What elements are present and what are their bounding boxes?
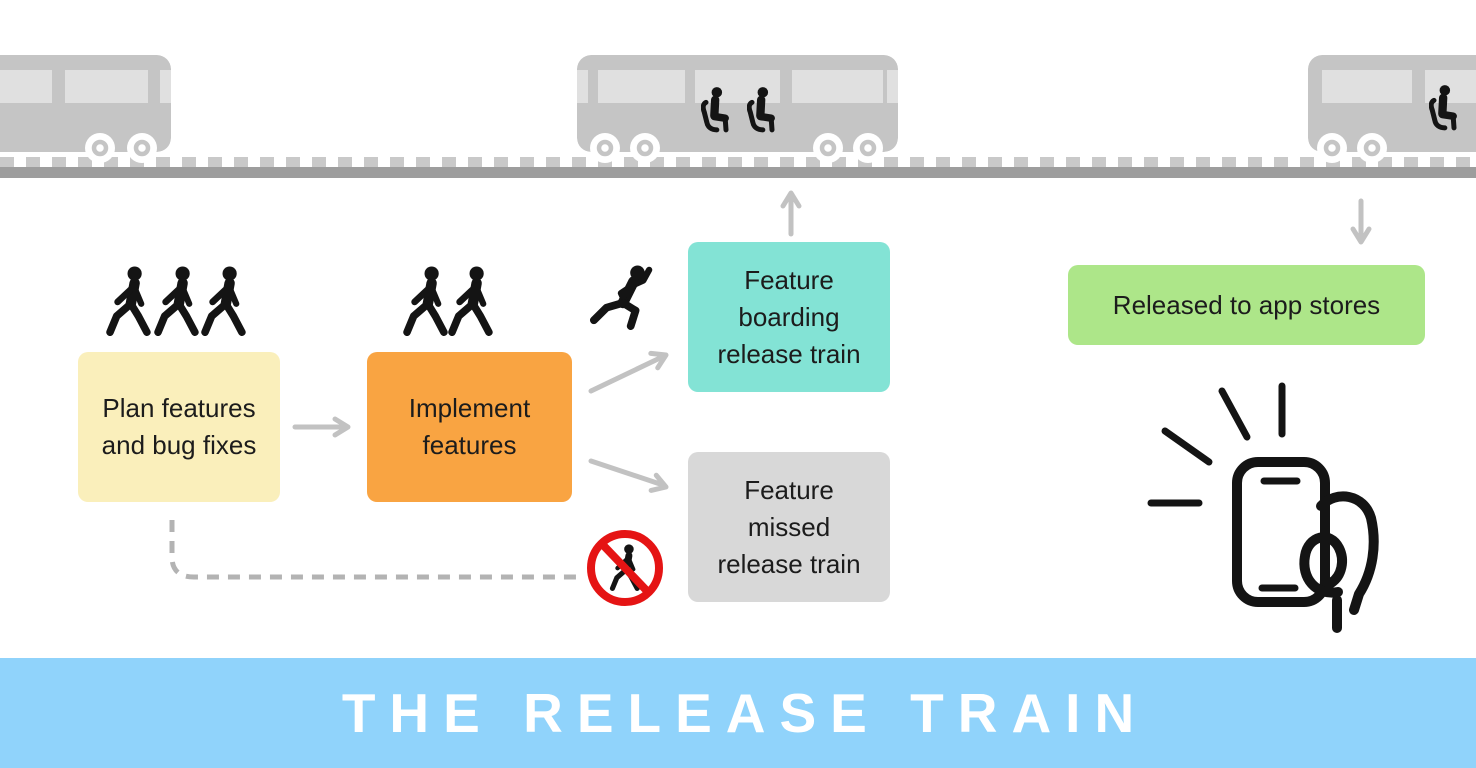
train-center-icon bbox=[577, 55, 898, 163]
train-wheel-icon bbox=[590, 133, 883, 163]
arrow-diagonal-up-icon bbox=[588, 350, 669, 394]
arrow-right-icon bbox=[292, 416, 351, 438]
feature-missed-box-line: missed bbox=[747, 511, 831, 542]
implement-features-box-line: Implement bbox=[408, 393, 531, 423]
walking-person-icon bbox=[452, 266, 489, 332]
walking-person-icon bbox=[110, 266, 147, 332]
feature-boarding-box-line: release train bbox=[717, 338, 861, 369]
walking-person-icon bbox=[205, 266, 242, 332]
feature-missed-box: Feature missed release train bbox=[688, 452, 890, 602]
train-wheel-icon bbox=[1317, 133, 1387, 163]
developers-walking-icons bbox=[407, 266, 489, 332]
track-bed bbox=[0, 167, 1476, 178]
planners-walking-icons bbox=[110, 266, 242, 332]
missed-feature-loop-path bbox=[169, 520, 583, 580]
no-pedestrians-icon bbox=[587, 530, 663, 606]
railway-track bbox=[0, 157, 1476, 178]
plan-features-box: Plan features and bug fixes bbox=[78, 352, 280, 502]
walking-person-icon bbox=[158, 266, 195, 332]
released-to-app-stores-box: Released to app stores bbox=[1068, 265, 1425, 345]
banner-title: THE RELEASE TRAIN bbox=[341, 682, 1149, 744]
released-to-app-stores-box-line: Released to app stores bbox=[1112, 289, 1381, 320]
implement-features-box: Implement features bbox=[367, 352, 572, 502]
feature-boarding-box-line: boarding bbox=[738, 301, 840, 332]
feature-boarding-box: Feature boarding release train bbox=[688, 242, 890, 392]
hand-holding-phone-icon bbox=[1147, 382, 1379, 633]
feature-boarding-box-line: Feature bbox=[744, 264, 834, 295]
plan-features-box-line: Plan features bbox=[102, 393, 256, 423]
train-wheel-icon bbox=[85, 133, 157, 163]
hand bbox=[1299, 491, 1379, 633]
feature-missed-box-line: release train bbox=[717, 548, 861, 579]
arrow-up-to-train-icon bbox=[780, 190, 802, 237]
notification-rays-icon bbox=[1147, 382, 1286, 507]
implement-features-box-line: features bbox=[422, 430, 517, 460]
running-person-icon bbox=[594, 266, 649, 327]
arrow-diagonal-down-icon bbox=[588, 458, 669, 493]
plan-features-box-line: and bug fixes bbox=[101, 430, 257, 460]
train-right-icon bbox=[1308, 55, 1476, 163]
train-left-icon bbox=[0, 55, 171, 163]
walking-person-icon bbox=[407, 266, 444, 332]
arrow-down-from-train-icon bbox=[1350, 198, 1372, 245]
feature-missed-box-line: Feature bbox=[744, 474, 834, 505]
title-banner: THE RELEASE TRAIN bbox=[0, 658, 1476, 768]
